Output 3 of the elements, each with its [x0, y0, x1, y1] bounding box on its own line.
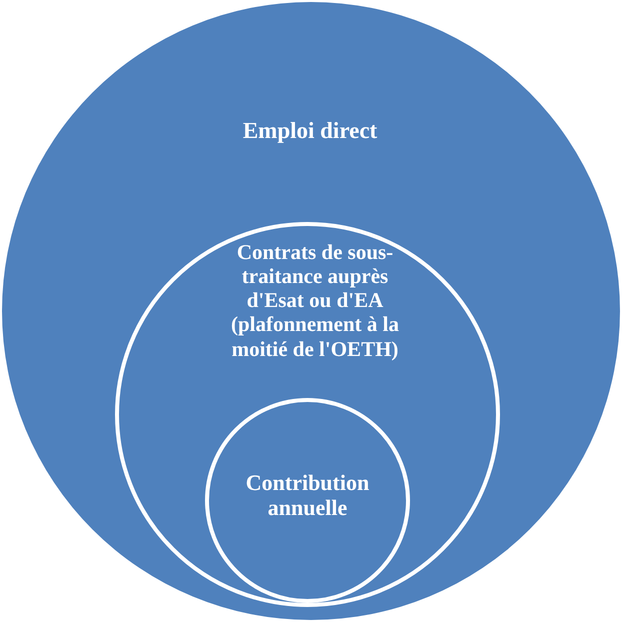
circle-label: Contribution annuelle: [244, 470, 370, 521]
circle-label: Contrats de sous-traitance auprès d'Esat ou d'EA (plafonnement à la moitié de l'OETH): [230, 240, 400, 361]
circle-label: Emploi direct: [242, 118, 378, 144]
